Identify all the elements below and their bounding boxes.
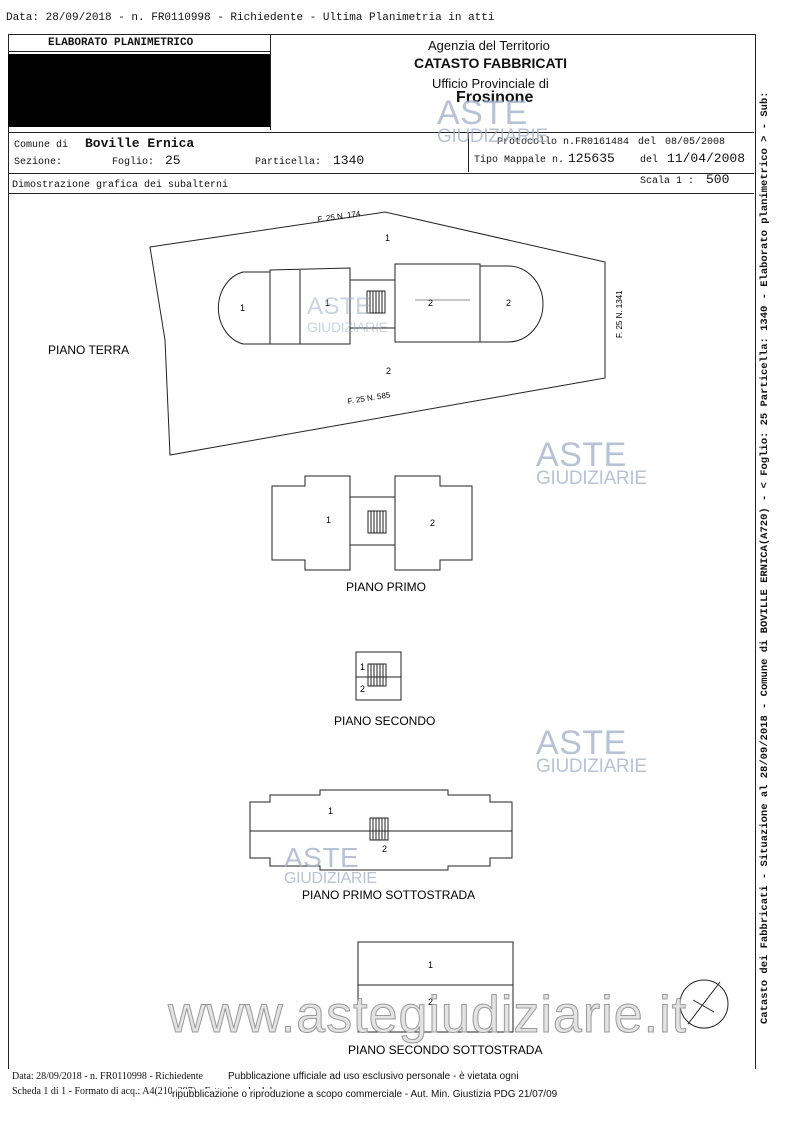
sotto1-sub-1: 1 [328, 806, 333, 816]
footer-notice2: ripubblicazione o riproduzione a scopo c… [172, 1089, 558, 1100]
protocollo-label: Protocollo n. [497, 137, 576, 148]
floor-label-secondo: PIANO SECONDO [334, 714, 435, 728]
protocollo-date: 08/05/2008 [665, 137, 726, 148]
sotto2-sub-1: 1 [428, 960, 433, 970]
agency-line4: Frosinone [456, 89, 534, 106]
terra-sub-2-center: 2 [428, 298, 433, 308]
foglio-value: 25 [165, 153, 181, 168]
floor-label-terra: PIANO TERRA [48, 343, 129, 357]
title-box-divider [8, 51, 270, 52]
first-floor-outline [271, 475, 473, 571]
section-caption: Dimostrazione grafica dei subalterni [12, 180, 229, 191]
terra-sub-1-top: 1 [385, 233, 390, 243]
redacted-block [8, 54, 270, 127]
parcel-east-label: F. 25 N. 1341 [615, 290, 624, 338]
scale-value: 500 [706, 172, 730, 187]
stair-hatches [366, 290, 389, 841]
floor-label-secondo-sottostrada: PIANO SECONDO SOTTOSTRADA [348, 1043, 542, 1057]
caption-bottom-line [8, 193, 754, 194]
tipo-date: 11/04/2008 [667, 151, 746, 166]
terra-sub-2-bottom: 2 [386, 366, 391, 376]
footer-line1: Data: 28/09/2018 - n. FR0110998 - Richie… [12, 1071, 203, 1082]
title-box-label: ELABORATO PLANIMETRICO [48, 37, 194, 49]
second-floor-outline [355, 651, 402, 701]
north-arrow-circle [679, 979, 729, 1029]
scale-label: Scala 1 : [640, 176, 695, 187]
footer-notice1: Pubblicazione ufficiale ad uso esclusivo… [228, 1071, 519, 1082]
parcel-north-label: F. 25 N. 174 [317, 209, 362, 224]
sotto1-sub-2: 2 [382, 844, 387, 854]
particella-value: 1340 [333, 153, 365, 168]
side-caption: Catasto dei Fabbricati - Situazione al 2… [759, 91, 771, 1024]
terra-sub-2-right: 2 [506, 298, 511, 308]
site-outline [149, 211, 606, 456]
tipo-label: Tipo Mappale n. [474, 155, 565, 166]
agency-line2: CATASTO FABBRICATI [414, 55, 567, 71]
basement1-outline [249, 789, 513, 871]
agency-line1: Agenzia del Territorio [428, 38, 550, 53]
header-line: Data: 28/09/2018 - n. FR0110998 - Richie… [6, 12, 495, 24]
tipo-date-label: del [640, 155, 659, 166]
title-box-right [270, 34, 271, 130]
comune-label: Comune di [14, 140, 69, 151]
ground-left-round [217, 271, 270, 345]
comune-value: Boville Ernica [85, 136, 195, 151]
basement2-outline [357, 941, 514, 1033]
info-divider [468, 132, 469, 172]
sezione-label: Sezione: [14, 157, 63, 168]
terra-sub-1-left: 1 [240, 303, 245, 313]
secondo-sub-1: 1 [360, 662, 365, 672]
floor-label-primo: PIANO PRIMO [346, 580, 426, 594]
secondo-sub-2: 2 [360, 684, 365, 694]
agency-line3: Ufficio Provinciale di [432, 76, 549, 91]
footer-line2: Scheda 1 di 1 - Formato di acq.: A4(210x… [12, 1086, 274, 1097]
watermark-site: www.astegiudiziarie.it [167, 986, 688, 1045]
protocollo-date-label: del [638, 137, 657, 148]
ground-right-round [480, 265, 544, 343]
parcel-south-label: F. 25 N. 585 [347, 390, 392, 406]
foglio-label: Foglio: [112, 157, 155, 168]
primo-sub-1: 1 [326, 515, 331, 525]
floor-label-primo-sottostrada: PIANO PRIMO SOTTOSTRADA [302, 888, 475, 902]
info-bottom-line [8, 173, 754, 174]
primo-sub-2: 2 [430, 518, 435, 528]
terra-sub-1-center: 1 [325, 298, 330, 308]
sotto2-sub-2: 2 [428, 997, 433, 1007]
tipo-value: 125635 [568, 151, 615, 166]
protocollo-value: FR0161484 [575, 137, 630, 148]
page-frame [8, 34, 756, 1069]
particella-label: Particella: [255, 157, 322, 168]
info-top-line [8, 132, 754, 133]
